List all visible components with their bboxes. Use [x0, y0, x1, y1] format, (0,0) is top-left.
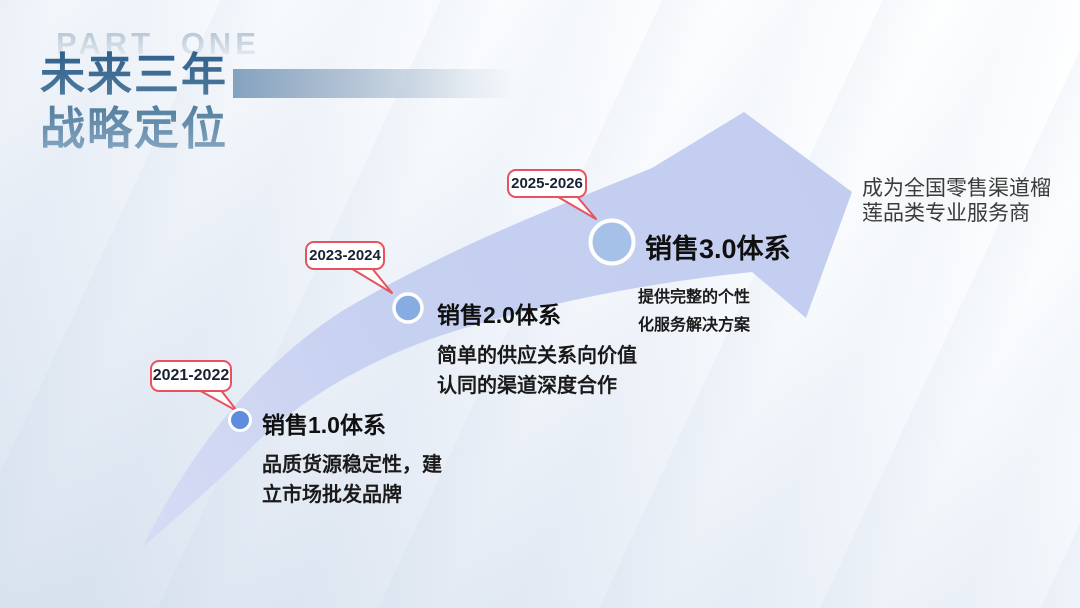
- date-callout-text: 2021-2022: [152, 367, 230, 384]
- milestone-desc-3-line-2: 化服务解决方案: [638, 317, 751, 334]
- callout-tail-2021: [196, 388, 238, 412]
- vision-statement: 成为全国零售渠道榴 莲品类专业服务商: [862, 176, 1051, 226]
- milestone-dot-1: [228, 408, 252, 432]
- date-callout-2025-2026: 2025-2026: [507, 169, 587, 198]
- milestone-label-1: 销售1.0体系: [262, 412, 386, 438]
- milestone-desc-2: 简单的供应关系向价值 认同的渠道深度合作: [437, 341, 637, 401]
- milestone-desc-1: 品质货源稳定性，建 立市场批发品牌: [262, 450, 442, 510]
- title-accent-bar: [233, 69, 528, 98]
- part-label: PART ONE: [56, 26, 260, 61]
- vision-line-2: 莲品类专业服务商: [862, 202, 1030, 225]
- milestone-desc-1-line-1: 品质货源稳定性，建: [262, 454, 442, 476]
- date-callout-2021-2022: 2021-2022: [150, 360, 232, 392]
- milestone-label-2: 销售2.0体系: [437, 302, 561, 328]
- milestone-desc-2-line-1: 简单的供应关系向价值: [437, 345, 637, 367]
- milestone-desc-2-line-2: 认同的渠道深度合作: [437, 375, 617, 397]
- date-callout-text: 2023-2024: [309, 247, 381, 264]
- callout-tail-2023: [348, 266, 393, 294]
- milestone-dot-2: [392, 292, 424, 324]
- growth-arrow-swoosh: [142, 112, 852, 548]
- milestone-desc-3-line-1: 提供完整的个性: [638, 289, 751, 306]
- milestone-label-3: 销售3.0体系: [645, 234, 791, 264]
- milestone-dot-3: [588, 218, 636, 266]
- vision-line-1: 成为全国零售渠道榴: [862, 177, 1051, 200]
- milestone-desc-1-line-2: 立市场批发品牌: [262, 484, 402, 506]
- date-callout-text: 2025-2026: [511, 175, 583, 192]
- date-callout-2023-2024: 2023-2024: [305, 241, 385, 270]
- milestone-desc-3: 提供完整的个性 化服务解决方案: [638, 284, 750, 340]
